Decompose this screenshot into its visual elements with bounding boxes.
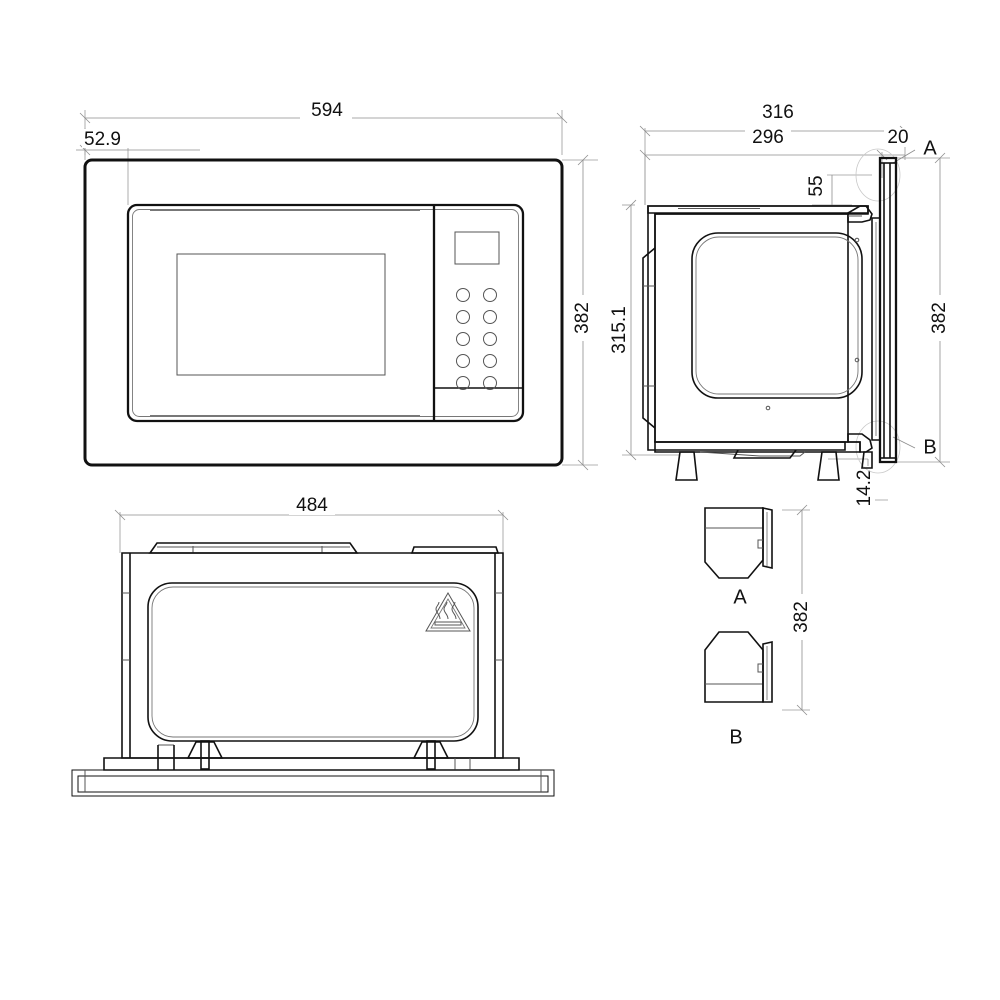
dimension-label-20: 20 <box>887 127 908 148</box>
side-hinge-arm-top <box>847 205 873 223</box>
dimension-label-52-9: 52.9 <box>84 129 121 150</box>
detail-a-edge-strip <box>762 507 773 569</box>
top-view: 484 <box>71 495 555 797</box>
dimension-side-panel-height-382: 382 <box>897 152 950 468</box>
side-base-lip <box>732 449 797 459</box>
detail-view-a: A <box>704 507 773 608</box>
side-screw-dot-2 <box>854 357 860 363</box>
side-left-bracket <box>642 247 656 429</box>
dimension-front-inset-52-9: 52.9 <box>76 128 200 205</box>
top-bracket-left-screw <box>200 740 210 770</box>
hot-surface-warning-icon <box>425 592 471 632</box>
dimension-label-315-1: 315.1 <box>609 306 630 354</box>
top-bracket-right-screw <box>426 740 436 770</box>
dimension-label-front-382: 382 <box>572 302 593 334</box>
panel-button-r4c2 <box>483 354 497 368</box>
side-top-cap <box>647 205 869 214</box>
top-left-notch <box>122 592 130 661</box>
oven-door-inner-outline <box>132 209 519 417</box>
side-foot-right <box>817 451 840 481</box>
top-front-trim-inner <box>77 775 549 793</box>
panel-button-r1c2 <box>483 288 497 302</box>
panel-button-r5c2 <box>483 376 497 390</box>
oven-door-outline <box>126 203 525 423</box>
dimension-label-55: 55 <box>806 175 827 196</box>
dimension-side-body-height-315-1: 315.1 <box>609 199 680 461</box>
dimension-side-bottom-offset-14-2: 14.2 <box>828 458 888 510</box>
panel-button-r3c1 <box>456 332 470 346</box>
side-base-detail <box>699 451 806 457</box>
detail-views: 382 A B <box>704 504 812 748</box>
dimension-label-296: 296 <box>752 127 784 148</box>
detail-callout-b-label: B <box>923 436 936 458</box>
detail-b-label: B <box>729 726 742 748</box>
dimension-side-depth-296: 296 <box>639 127 888 205</box>
detail-b-edge-strip <box>762 641 773 703</box>
side-view: 316 296 20 55 <box>609 102 950 510</box>
top-right-notch <box>495 592 503 661</box>
dimension-side-door-thickness-20: 20 <box>882 127 916 156</box>
side-cavity-outline <box>691 232 863 399</box>
panel-button-r3c2 <box>483 332 497 346</box>
front-outer-trim-frame <box>83 158 564 467</box>
side-screw-dot-3 <box>765 405 771 411</box>
front-view: 594 52.9 382 <box>76 100 598 471</box>
top-door-panel <box>147 582 479 742</box>
dimension-front-height-382: 382 <box>562 154 598 471</box>
detail-callout-b: B <box>855 420 937 474</box>
panel-button-r5c1 <box>456 376 470 390</box>
door-window <box>176 253 386 376</box>
top-band-post <box>157 745 175 770</box>
side-cavity-inner-outline <box>695 236 859 395</box>
detail-callout-a-label: A <box>923 137 937 159</box>
panel-button-r4c1 <box>456 354 470 368</box>
dimension-label-14-2: 14.2 <box>854 470 875 507</box>
detail-view-b: B <box>704 631 773 748</box>
panel-button-r1c1 <box>456 288 470 302</box>
panel-button-r2c1 <box>456 310 470 324</box>
side-foot-left <box>675 451 698 481</box>
side-hinge-pin-bottom <box>861 451 873 469</box>
dimension-label-484: 484 <box>296 495 328 516</box>
detail-a-label: A <box>733 586 747 608</box>
dimension-label-detail-382: 382 <box>791 601 812 633</box>
dimension-detail-382: 382 <box>782 504 812 716</box>
detail-a-notch <box>757 539 763 549</box>
side-screw-dot-1 <box>854 237 860 243</box>
dimension-label-316: 316 <box>762 102 794 123</box>
detail-b-notch <box>757 663 763 673</box>
dimension-label-side-382: 382 <box>929 302 950 334</box>
dimension-top-width-484: 484 <box>114 495 509 553</box>
display-screen <box>454 231 500 265</box>
panel-button-r2c2 <box>483 310 497 324</box>
dimension-front-width-594: 594 <box>79 100 568 155</box>
side-door-back-rib <box>871 217 881 441</box>
top-front-trim-plate <box>71 769 555 797</box>
top-door-panel-inner <box>151 586 475 738</box>
control-panel-button-grid <box>456 288 497 390</box>
dimension-label-594: 594 <box>311 100 343 121</box>
dimension-side-top-offset-55: 55 <box>806 168 872 206</box>
